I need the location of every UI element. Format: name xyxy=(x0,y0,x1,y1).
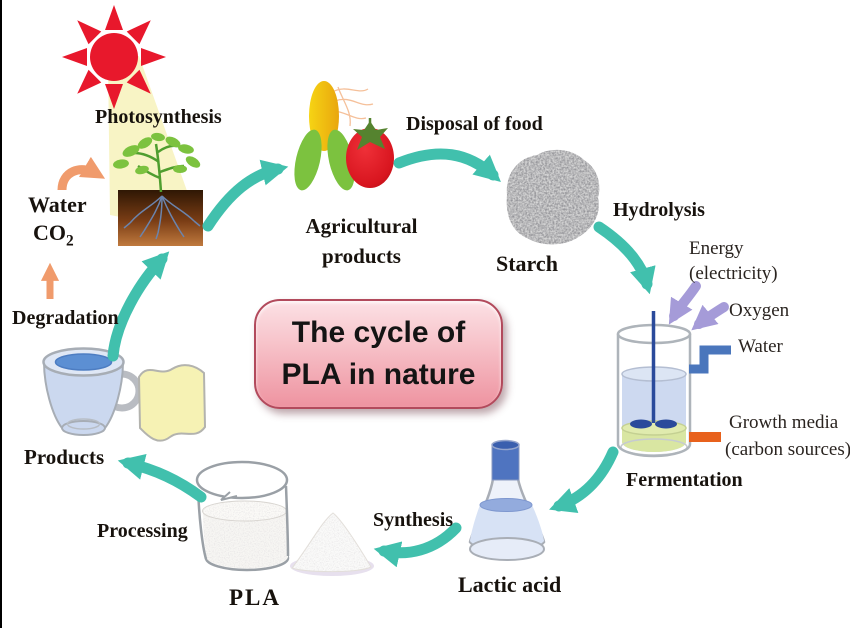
label-fermentation: Fermentation xyxy=(626,469,743,491)
label-processing: Processing xyxy=(97,520,188,542)
arrow-synthesis xyxy=(373,522,462,568)
label-growth-media: Growth media (carbon sources) xyxy=(725,412,850,460)
arrow-products-to-soil xyxy=(107,251,170,362)
pla-beaker-icon xyxy=(195,460,290,572)
label-oxygen: Oxygen xyxy=(729,300,790,321)
label-degradation: Degradation xyxy=(12,307,119,329)
label-hydrolysis: Hydrolysis xyxy=(613,199,705,221)
label-products: Products xyxy=(24,445,105,469)
label-pla: PLA xyxy=(229,585,281,610)
film-sheet xyxy=(137,364,207,442)
label-synthesis: Synthesis xyxy=(373,509,454,531)
corn-icon xyxy=(294,81,374,191)
plant-roots xyxy=(123,195,201,240)
tomato-icon xyxy=(346,118,394,188)
fermenter-illustration xyxy=(616,311,692,458)
label-disposal-of-food: Disposal of food xyxy=(406,113,543,135)
label-co2: CO2 xyxy=(33,220,74,250)
arrow-soil-to-crops xyxy=(202,159,289,232)
label-photosynthesis: Photosynthesis xyxy=(95,106,222,128)
growth-media-feed xyxy=(689,432,721,442)
arrow-oxygen-input xyxy=(691,302,729,331)
lactic-acid-flask-icon xyxy=(468,439,546,561)
diagram-title: The cycle of PLA in nature xyxy=(254,299,503,409)
arrow-disposal xyxy=(393,148,501,182)
sun-icon xyxy=(62,5,166,109)
arrow-energy-input xyxy=(668,281,701,325)
stirrer xyxy=(630,311,677,429)
diagram-title-line2: PLA in nature xyxy=(281,358,476,391)
plant-illustration xyxy=(113,132,201,240)
diagram-title-line1: The cycle of xyxy=(291,316,466,349)
arrow-processing xyxy=(117,454,207,503)
arrow-hydrolysis xyxy=(593,221,656,295)
pla-powder-pile xyxy=(290,512,374,576)
label-agricultural-products: Agricultural products xyxy=(305,214,418,268)
label-starch: Starch xyxy=(496,251,558,276)
starch-blob xyxy=(506,149,600,245)
label-water-input: Water xyxy=(738,336,783,357)
arrow-water-co2-to-soil xyxy=(57,156,106,191)
label-water: Water xyxy=(28,192,87,217)
cup-icon xyxy=(42,347,143,436)
water-pipe xyxy=(689,345,731,374)
label-lactic-acid: Lactic acid xyxy=(458,572,562,597)
label-energy: Energy (electricity) xyxy=(689,238,778,284)
arrow-fermentation-to-lactic xyxy=(549,446,619,513)
